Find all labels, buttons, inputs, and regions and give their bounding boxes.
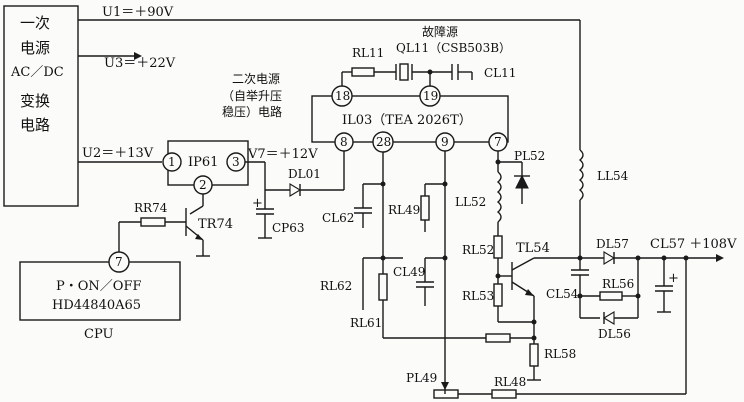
u1-label: U1＝＋90V	[102, 5, 174, 20]
rl58-resistor	[529, 343, 539, 367]
ql11-label: QL11（CSB503B）	[396, 41, 511, 55]
svg-text:9: 9	[441, 135, 449, 149]
pl52-label: PL52	[514, 149, 545, 163]
ic-pin8	[334, 132, 354, 152]
rl56-label: RL56	[602, 277, 634, 291]
dl56-diode	[602, 311, 615, 325]
cpu-label: CPU	[84, 327, 113, 342]
rl58-label: RL58	[544, 347, 576, 361]
primary-psu-line2: 电源	[20, 39, 50, 57]
pl49-label: PL49	[406, 371, 437, 385]
svg-text:+: +	[668, 271, 679, 286]
cl62-label: CL62	[322, 211, 354, 225]
svg-text:28: 28	[376, 135, 391, 149]
tr74-label: TR74	[198, 217, 233, 232]
ip61-pin1	[162, 152, 182, 172]
rl62-resistor	[378, 273, 388, 301]
u3-arrow	[134, 52, 142, 60]
secondary-label-3: 稳压）电路	[222, 104, 282, 119]
secondary-label-1: 二次电源	[232, 72, 280, 86]
svg-text:7: 7	[115, 255, 123, 269]
svg-text:8: 8	[340, 135, 348, 149]
svg-text:2: 2	[199, 178, 207, 192]
secondary-label-2: （自举升压	[222, 89, 282, 103]
fault-source-label: 故障源	[422, 24, 458, 39]
rl61-resistor	[485, 333, 511, 343]
svg-text:18: 18	[335, 89, 350, 103]
rr74-label: RR74	[134, 201, 168, 215]
cpu-box	[19, 261, 181, 321]
ql11-crystal	[399, 63, 409, 81]
svg-text:7: 7	[494, 135, 502, 149]
cpu-pin7	[108, 251, 130, 273]
rl11-label: RL11	[352, 46, 384, 60]
dl01-diode	[289, 183, 302, 197]
rl52-resistor	[493, 235, 503, 259]
output-voltage-label: CL57 ＋108V	[650, 237, 737, 252]
rl11-resistor	[351, 67, 375, 77]
ll52-inductor	[496, 171, 502, 223]
rl48-label: RL48	[494, 375, 526, 389]
tl54-label: TL54	[516, 241, 550, 256]
cp63-label: CP63	[272, 221, 305, 235]
cl11-label: CL11	[484, 66, 516, 80]
ic-il03-box	[311, 95, 509, 143]
svg-text:19: 19	[423, 89, 438, 103]
pl49-pot	[433, 389, 459, 399]
dl57-label: DL57	[596, 237, 629, 251]
rl56-resistor	[599, 291, 623, 301]
rl49-resistor	[420, 195, 430, 221]
svg-text:1: 1	[168, 155, 176, 169]
primary-psu-box	[3, 5, 79, 207]
dl01-label: DL01	[288, 167, 321, 181]
primary-psu-line3: AC／DC	[10, 65, 64, 80]
rl48-resistor	[491, 389, 517, 399]
ic-il03-label: IL03（TEA 2026T）	[342, 113, 472, 128]
rl52-label: RL52	[462, 243, 494, 257]
ll52-label: LL52	[455, 195, 486, 209]
cpu-line1: P・ON／OFF	[56, 279, 141, 294]
ip61-label: IP61	[188, 155, 218, 170]
cl54-label: CL54	[546, 287, 579, 301]
dl57-diode	[603, 251, 616, 265]
primary-psu-line4: 变换	[20, 92, 50, 110]
rl53-label: RL53	[462, 289, 494, 303]
svg-text:+: +	[252, 196, 263, 211]
primary-psu-line5: 电路	[20, 116, 50, 134]
rl53-resistor	[493, 283, 503, 307]
output-arrow	[716, 254, 724, 262]
rl49-label: RL49	[388, 203, 420, 217]
ll54-inductor	[578, 149, 584, 201]
dl56-label: DL56	[598, 327, 631, 341]
rr74-resistor	[140, 217, 166, 227]
v7-label: V7＝＋12V	[247, 147, 318, 162]
u3-label: U3＝＋22V	[104, 56, 176, 71]
pl52-diode	[515, 174, 529, 189]
cpu-line2: HD44840A65	[52, 298, 141, 313]
ll54-label: LL54	[597, 169, 629, 183]
rl61-label: RL61	[350, 316, 382, 330]
svg-text:3: 3	[232, 155, 240, 169]
cl49-label: CL49	[393, 265, 425, 279]
u2-label: U2＝＋13V	[82, 146, 154, 161]
rl62-label: RL62	[320, 279, 352, 293]
primary-psu-line1: 一次	[20, 14, 50, 32]
